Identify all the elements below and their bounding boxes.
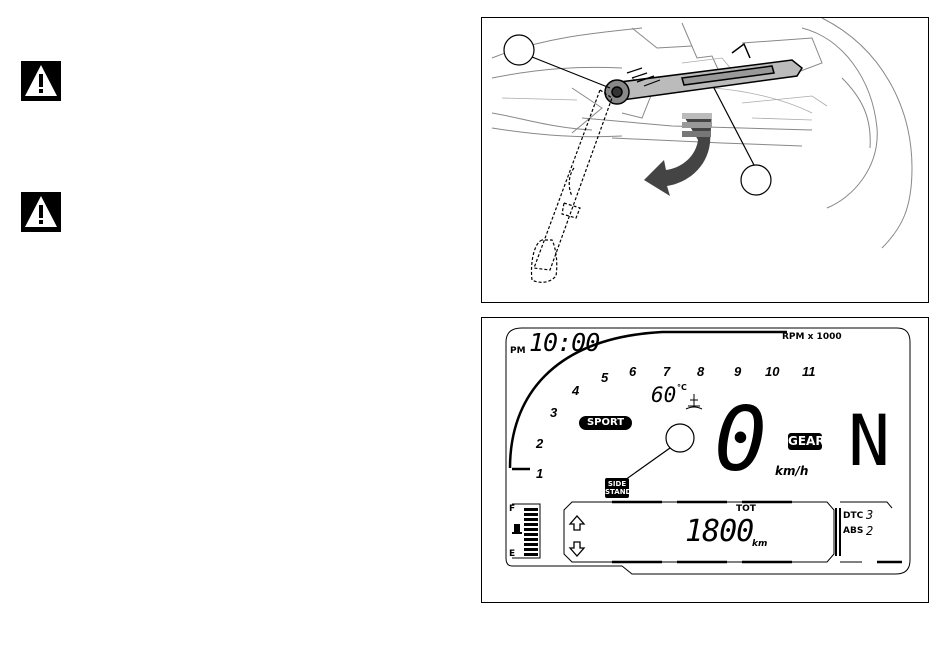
- rpm-tick: 9: [734, 364, 741, 379]
- speed-unit: km/h: [775, 464, 808, 478]
- odometer-display: 1800: [685, 514, 753, 549]
- clock-display: 10:00: [529, 328, 599, 357]
- dtc-label: DTC: [843, 511, 863, 521]
- rpm-tick: 8: [697, 364, 704, 379]
- thermometer-icon: [686, 394, 702, 409]
- pm-indicator: PM: [510, 346, 526, 356]
- rpm-tick: 11: [802, 364, 816, 379]
- side-stand-line2: STAND: [605, 488, 629, 496]
- rpm-tick: 5: [601, 370, 608, 385]
- rpm-tick: 6: [629, 364, 636, 379]
- sport-mode-badge: SPORT: [579, 416, 632, 430]
- speed-display: 0: [714, 396, 767, 484]
- tot-label: TOT: [736, 504, 756, 514]
- fuel-full-label: F: [509, 504, 515, 514]
- side-stand-figure: [481, 17, 929, 303]
- fuel-pump-icon: [512, 524, 522, 534]
- rpm-tick: 10: [765, 364, 779, 379]
- odometer-unit: km: [752, 539, 767, 549]
- dashboard-figure: RPM x 1000 PM 10:00 1 2 3 4 5 6 7 8 9 10…: [481, 317, 929, 603]
- rpm-label: RPM x 1000: [782, 332, 842, 342]
- side-stand-illustration: [482, 18, 928, 302]
- fuel-empty-label: E: [509, 549, 515, 559]
- arrow-down-icon: [570, 542, 584, 556]
- arrow-up-icon: [570, 516, 584, 530]
- coolant-temperature: 60: [651, 383, 676, 407]
- warning-triangle-icon: [21, 192, 61, 232]
- temperature-unit: °C: [677, 383, 687, 392]
- gear-badge: GEAR: [788, 433, 822, 450]
- rpm-tick: 3: [550, 405, 557, 420]
- warning-triangle-icon: [21, 61, 61, 101]
- rpm-tick: 4: [572, 383, 579, 398]
- rpm-tick: 1: [536, 466, 543, 481]
- abs-value: 2: [866, 524, 873, 538]
- rpm-tick: 7: [663, 364, 670, 379]
- abs-label: ABS: [843, 526, 863, 536]
- gear-indicator: N: [848, 406, 890, 476]
- dtc-value: 3: [866, 508, 873, 522]
- rpm-tick: 2: [536, 436, 543, 451]
- side-stand-line1: SIDE: [605, 480, 629, 488]
- side-stand-warning-badge: SIDE STAND: [605, 478, 629, 498]
